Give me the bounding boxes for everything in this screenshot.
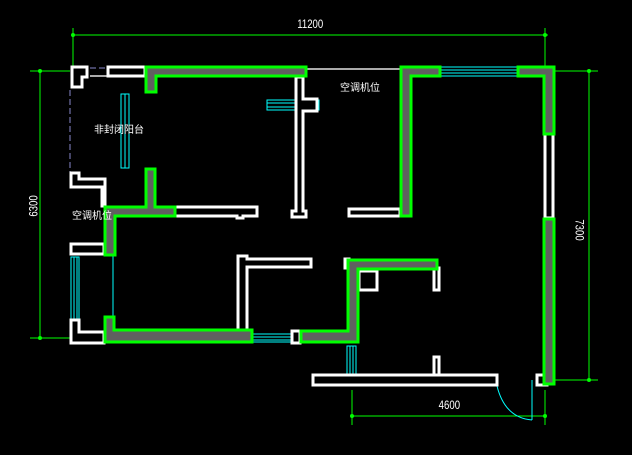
room-label-balcony: 非封闭阳台 (94, 125, 144, 136)
room-label-ac-top: 空调机位 (340, 83, 380, 94)
window-top-right (440, 66, 518, 77)
dim-label-right: 7300 (572, 219, 587, 241)
bearing-walls (103, 65, 556, 386)
dim-label-bottom: 4600 (438, 398, 461, 412)
window-left (70, 256, 80, 321)
room-label-ac-left: 空调机位 (72, 211, 112, 222)
dim-label-top: 11200 (297, 17, 324, 31)
window-kitchen (346, 345, 357, 375)
door-swing-arc (496, 385, 533, 421)
dim-label-left: 6300 (26, 195, 41, 217)
partition-walls (69, 65, 555, 387)
window-ac-top (266, 99, 320, 111)
dimension-lines (30, 28, 598, 425)
dimension-ticks (38, 33, 591, 418)
